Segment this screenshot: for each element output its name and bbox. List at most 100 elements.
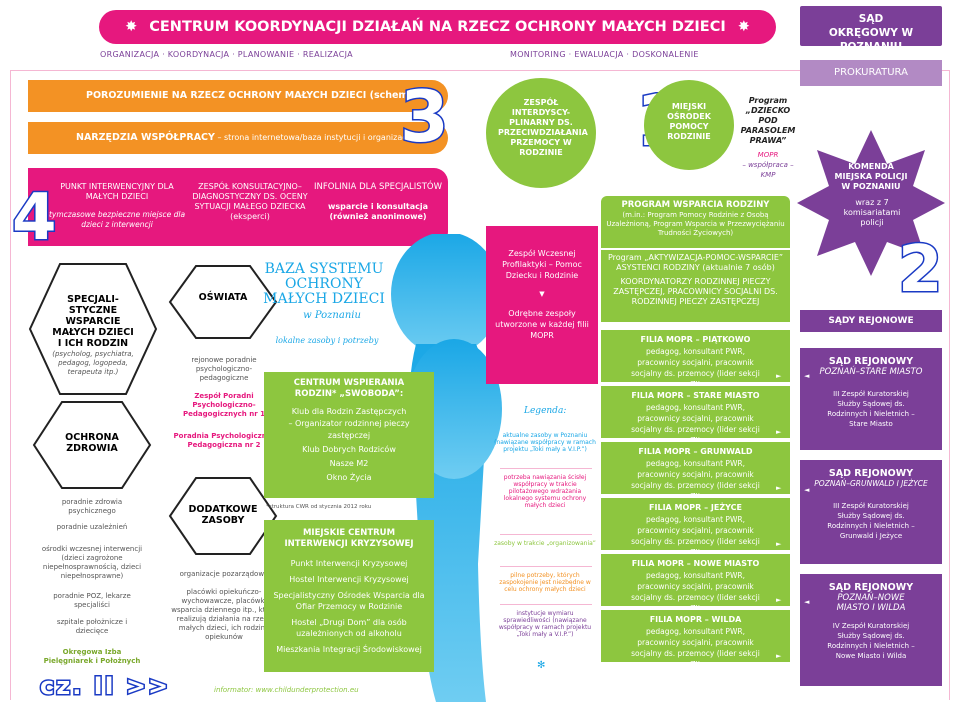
filia-box: FILIA MOPR – NOWE MIASTO pedagog, konsul… xyxy=(601,554,790,613)
filia-box: FILIA MOPR – GRUNWALD pedagog, konsultan… xyxy=(601,442,790,501)
legend-divider xyxy=(500,534,592,535)
baza-sub: w Poznaniu xyxy=(303,310,361,321)
komenda-title: KOMENDA MIEJSKA POLICJI W POZNANIU xyxy=(834,162,908,191)
court-subtitle: POZNAŃ–GRUNWALD I JEŻYCE xyxy=(814,479,928,488)
arrow-left-icon: ◄ xyxy=(804,486,810,494)
number-2: 2 xyxy=(897,233,945,307)
dodatkowe-item: placówki opiekuńczo-wychowawcze, placówk… xyxy=(171,588,277,641)
filia-title: FILIA MOPR – JEŻYCE xyxy=(649,503,742,512)
kryzys-item: Hostel Interwencji Kryzysowej xyxy=(289,575,409,584)
number-4: 4 xyxy=(11,181,59,255)
filia-box: FILIA MOPR – WILDA pedagog, konsultant P… xyxy=(601,610,790,669)
header-nav-left: ORGANIZACJA · KOORDYNACJA · PLANOWANIE ·… xyxy=(100,50,353,59)
court-title: SĄD REJONOWY xyxy=(828,468,914,479)
kryzys-box: MIEJSKIE CENTRUM INTERWENCJI KRYZYSOWEJ … xyxy=(264,520,434,672)
arrow-right-icon: ► xyxy=(776,428,782,436)
filia-title: FILIA MOPR – WILDA xyxy=(649,615,742,624)
arrow-right-icon: ► xyxy=(776,652,782,660)
outer-frame xyxy=(10,70,950,700)
court-box-grunwald: SĄD REJONOWY POZNAŃ–GRUNWALD I JEŻYCE II… xyxy=(800,460,942,564)
program-wsparcia-box: PROGRAM WSPARCIA RODZINY (m.in.: Program… xyxy=(601,196,790,248)
zespol-konsultacyjny: ZESPÓŁ KONSULTACYJNO–DIAGNOSTYCZNY DS. O… xyxy=(186,182,314,222)
ochrona-item: ośrodki wczesnej interwencji (dzieci zag… xyxy=(41,545,143,580)
kryzys-title: MIEJSKIE CENTRUM INTERWENCJI KRYZYSOWEJ xyxy=(284,528,414,549)
hexagon-dodatkowe xyxy=(168,477,278,555)
zespol-interdyscyplinarny-label: ZESPÓŁ INTERDYSCY-PLINARNY DS. PRZECIWDZ… xyxy=(498,98,588,157)
filia-box: FILIA MOPR – PIĄTKOWO pedagog, konsultan… xyxy=(601,330,790,389)
star-icon: ✸ xyxy=(125,19,138,35)
arrow-left-icon: ◄ xyxy=(804,598,810,606)
arrow-down-icon: ▼ xyxy=(539,290,545,298)
arrow-right-icon: ► xyxy=(776,372,782,380)
filia-box: FILIA MOPR – STARE MIASTO pedagog, konsu… xyxy=(601,386,790,445)
prokuratura-box: PROKURATURA xyxy=(800,60,942,86)
court-subtitle: POZNAŃ–STARE MIASTO xyxy=(819,367,923,377)
hexagon-oswiata xyxy=(168,265,278,339)
wczesna-title: Zespół Wczesnej Profilaktyki – Pomoc Dzi… xyxy=(502,249,582,280)
filia-body: pedagog, konsultant PWR, pracownicy socj… xyxy=(631,627,760,669)
legend-item: pilne potrzeby, których zaspokojenie jes… xyxy=(499,572,591,593)
wczesna-box: Zespół Wczesnej Profilaktyki – Pomoc Dzi… xyxy=(486,226,598,384)
filia-title: FILIA MOPR – GRUNWALD xyxy=(638,447,753,456)
court-box-stare-miasto: SĄD REJONOWY POZNAŃ–STARE MIASTO III Zes… xyxy=(800,348,942,450)
dodatkowe-title: DODATKOWE ZASOBY xyxy=(188,504,258,526)
number-3: 3 xyxy=(399,76,451,158)
kryzys-item: Punkt Interwencji Kryzysowej xyxy=(290,559,408,568)
informator-link[interactable]: informator: www.childunderprotection.eu xyxy=(214,686,359,694)
program-parasol: Program „DZIECKO POD PARASOLEM PRAWA” MO… xyxy=(736,96,800,180)
continue-link[interactable]: cz. II >> xyxy=(38,671,171,702)
specjalistyczne-title: SPECJALI-STYCZNE WSPARCIE MAŁYCH DZIECI … xyxy=(52,294,134,349)
ochrona-item: szpitale położnicze i dziecięce xyxy=(56,618,128,635)
baza-sub2: lokalne zasoby i potrzeby xyxy=(275,336,379,345)
baza-title: BAZA SYSTEMU OCHRONY MAŁYCH DZIECI xyxy=(263,261,385,307)
dodatkowe-item: organizacje pozarządowe xyxy=(179,570,269,578)
legend-item: instytucje wymiaru sprawiedliwości (nawi… xyxy=(498,610,592,638)
mops-circle: MIEJSKI OŚRODEK POMOCY RODZINIE xyxy=(644,80,734,170)
sad-okregowy-box: SĄD OKRĘGOWY W POZNANIU xyxy=(800,6,942,53)
court-subtitle: POZNAŃ–NOWE MIASTO I WILDA xyxy=(836,593,906,613)
court-box-nowe-miasto: SĄD REJONOWY POZNAŃ–NOWE MIASTO I WILDA … xyxy=(800,574,942,686)
program-title: Program „DZIECKO POD PARASOLEM PRAWA” xyxy=(740,96,796,145)
wczesna-body: Odrębne zespoły utworzone w każdej filii… xyxy=(495,309,589,340)
filia-body: pedagog, konsultant PWR, pracownicy socj… xyxy=(631,571,760,613)
ochrona-title: OCHRONA ZDROWIA xyxy=(65,432,119,454)
oswiata-title: OŚWIATA xyxy=(198,292,248,303)
court-title: SĄD REJONOWY xyxy=(828,356,914,367)
arrow-right-icon: ► xyxy=(776,540,782,548)
infolinia: INFOLINIA DLA SPECJALISTÓW wsparcie i ko… xyxy=(314,182,442,222)
infolinia-title: INFOLINIA DLA SPECJALISTÓW xyxy=(314,182,442,192)
oswiata-pink-2: Poradnia Psychologiczno-Pedagogiczna nr … xyxy=(173,432,275,449)
filia-title: FILIA MOPR – PIĄTKOWO xyxy=(640,335,751,344)
kryzys-item: Specjalistyczny Ośrodek Wsparcia dla Ofi… xyxy=(273,591,425,611)
ochrona-item: poradnie uzależnień xyxy=(56,523,128,531)
legend-divider xyxy=(500,468,592,469)
program-line1: MOPR xyxy=(757,151,779,159)
punkt-title: PUNKT INTERWENCYJNY DLA MAŁYCH DZIECI xyxy=(60,182,174,201)
page-title: CENTRUM KOORDYNACJI DZIAŁAŃ NA RZECZ OCH… xyxy=(149,19,726,35)
arrow-left-icon: ◄ xyxy=(804,372,810,380)
narzedzia-bar: NARZĘDZIA WSPÓŁPRACY – strona internetow… xyxy=(28,122,448,154)
legend-item: potrzeba nawiązania ścisłej współpracy w… xyxy=(503,474,587,509)
legend-item: zasoby w trakcie „organizowania” xyxy=(494,540,596,547)
swoboda-item: Nasze M2 xyxy=(329,459,369,468)
swoboda-note: *struktura CWR od stycznia 2012 roku xyxy=(266,504,372,510)
narzedzia-title: NARZĘDZIA WSPÓŁPRACY xyxy=(76,132,215,143)
porozumienie-bar: POROZUMIENIE NA RZECZ OCHRONY MAŁYCH DZI… xyxy=(28,80,448,133)
program-wsparcia-body: (m.in.: Program Pomocy Rodzinie z Osobą … xyxy=(606,211,785,237)
legend-title: Legenda: xyxy=(524,406,567,416)
hexagon-specjalistyczne xyxy=(28,263,158,395)
komenda-sub: wraz z 7 komisariatami policji xyxy=(843,198,901,227)
filia-title: FILIA MOPR – STARE MIASTO xyxy=(631,391,760,400)
legend-item: aktualne zasoby w Poznaniu (nawiązane ws… xyxy=(494,432,596,453)
infolinia-body: wsparcie i konsultacja (również anonimow… xyxy=(327,202,429,221)
sady-rejonowe-box: SĄDY REJONOWE xyxy=(800,310,942,332)
zespol-interdyscyplinarny-circle: ZESPÓŁ INTERDYSCY-PLINARNY DS. PRZECIWDZ… xyxy=(486,78,596,188)
narzedzia-rest: – strona internetowa/baza instytucji i o… xyxy=(214,133,412,142)
aktywizacja-box: Program „AKTYWIZACJA-POMOC-WSPARCIE” ASY… xyxy=(601,250,790,322)
legend-divider xyxy=(500,566,592,567)
program-line2: – współpraca – KMP xyxy=(742,161,794,179)
ochrona-item: poradnie POZ, lekarze specjaliści xyxy=(53,592,131,609)
filia-box: FILIA MOPR – JEŻYCE pedagog, konsultant … xyxy=(601,498,790,557)
legend-divider xyxy=(500,604,592,605)
punkt-body: tymczasowe bezpieczne miejsce dla dzieci… xyxy=(48,210,186,229)
